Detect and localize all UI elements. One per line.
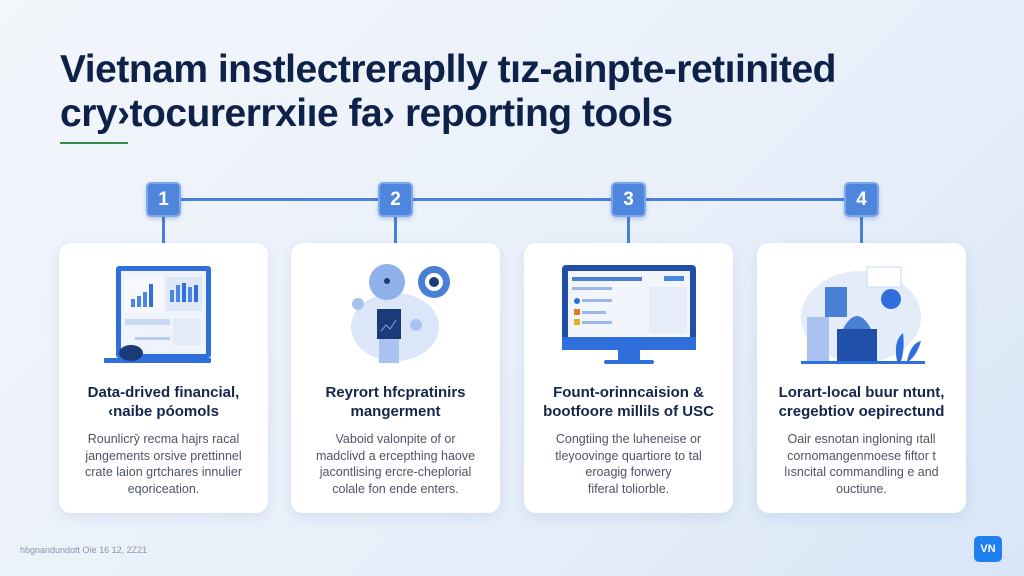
step-description: Rounlicry̆ recma hajrs racal jangements o…	[69, 431, 258, 497]
step-description: Congtiing the luheneise or tleyoovinge qu…	[534, 431, 723, 497]
step-badge-4: 4	[844, 182, 879, 217]
step-heading: Lorart-local buur ntunt, cregebtiov oepir…	[765, 383, 958, 421]
heading-line: Fount-orinncaision &	[553, 384, 704, 401]
step-badge-2: 2	[378, 182, 413, 217]
step-card-3: Fount-orinncaision & bootfoore millils of…	[524, 243, 733, 513]
heading-line: mangerment	[350, 403, 441, 420]
robot-gear-icon	[351, 264, 450, 363]
heading-line: Reyrort hfcpratinirs	[325, 384, 466, 401]
desc-line: jacontlising ercre-cheplorial	[319, 465, 472, 479]
desc-line: ouctiune.	[836, 481, 887, 496]
desc-line: Oair esnotan ingloning ıtall	[787, 432, 936, 446]
desc-line: tleyoovinge quartiore to tal	[555, 448, 702, 463]
desc-line: fiferal toliorble.	[587, 481, 670, 496]
heading-line: bootfoore millils of USC	[543, 403, 714, 420]
desc-line: madclivd a ercepthing haove	[315, 448, 476, 463]
brand-logo: VN	[974, 536, 1002, 562]
step-connector	[162, 210, 165, 244]
title-line-2: cry›tocurerrxiıe fa› reporting tools	[60, 92, 673, 135]
step-heading: Data-drived financial, ‹naibe póomols	[67, 383, 260, 421]
heading-line: ‹naibe póomols	[108, 403, 219, 420]
desc-line: Rounlicry̆ recma hajrs racal	[87, 432, 240, 446]
desc-line: eroagig forwery	[585, 465, 672, 479]
step-connector	[860, 210, 863, 244]
step-connector	[394, 210, 397, 244]
desc-line: cornomangenmoese fiftor t	[787, 448, 936, 463]
step-heading: Reyrort hfcpratinirs mangerment	[299, 383, 492, 421]
footer-caption: hbgnandundott Oie 16 12, 2Z21	[20, 545, 148, 555]
desc-line: crate laion grtchares innulier	[84, 465, 243, 479]
heading-line: Lorart-local buur ntunt,	[778, 384, 945, 401]
step-heading: Fount-orinncaision & bootfoore millils of…	[532, 383, 725, 421]
desc-line: colale fon ende enters.	[332, 481, 459, 496]
step-badge-1: 1	[146, 182, 181, 217]
desc-line: Congtiing the luheneise or	[555, 432, 702, 446]
title-underline	[60, 142, 128, 144]
desc-line: eqoriceation.	[127, 481, 200, 496]
page-title: Vietnam instlectrerapl​ly tız-ainpte-ret…	[60, 48, 960, 136]
step-card-2: Reyrort hfcpratinirs mangerment Vaboid va…	[291, 243, 500, 513]
desc-line: lısncital commandling e and	[784, 465, 939, 479]
laptop-dashboard-icon	[104, 266, 211, 363]
desc-line: jangements orsive prettinnel	[85, 448, 242, 463]
heading-line: Data-drived financial,	[87, 384, 240, 401]
desc-line: Vaboid valonpite of or	[335, 432, 456, 446]
timeline-connector	[163, 198, 861, 201]
step-connector	[627, 210, 630, 244]
title-line-1: Vietnam instlectrerapl​ly tız-ainpte-ret…	[60, 48, 836, 91]
office-workspace-icon	[801, 266, 925, 364]
step-badge-3: 3	[611, 182, 646, 217]
step-description: Vaboid valonpite of or madclivd a ercepth…	[301, 431, 490, 497]
monitor-report-icon	[562, 265, 696, 364]
step-description: Oair esnotan ingloning ıtall cornomangenm…	[767, 431, 956, 497]
step-card-4: Lorart-local buur ntunt, cregebtiov oepir…	[757, 243, 966, 513]
step-card-1: Data-drived financial, ‹naibe póomols Rou…	[59, 243, 268, 513]
heading-line: cregebtiov oepirectund	[778, 403, 945, 420]
